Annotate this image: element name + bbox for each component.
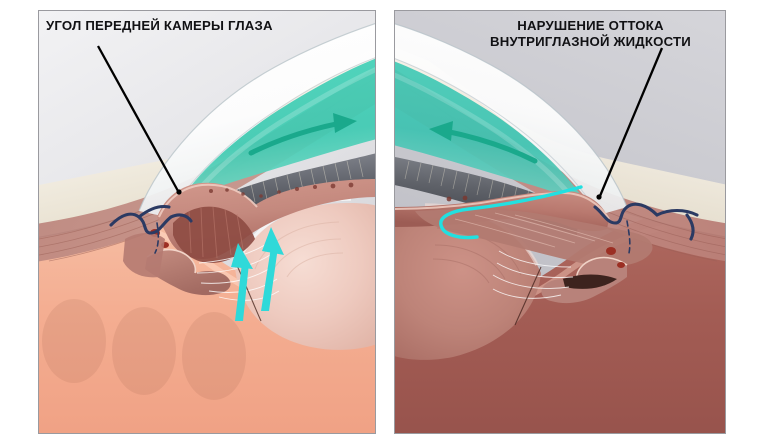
iris-pigment-edge [158, 183, 258, 218]
vitreous-body [39, 200, 375, 433]
conjunctival-vessels-thin [626, 220, 631, 254]
vitreous-shading [42, 299, 246, 400]
posterior-capsule-line [514, 266, 542, 326]
label-blocked-outflow: НАРУШЕНИЕ ОТТОКА ВНУТРИГЛАЗНОЙ ЖИДКОСТИ [490, 18, 691, 49]
conjunctival-vessels-thin [154, 222, 160, 254]
anterior-chamber-gloss [187, 67, 375, 203]
conjunctival-vessels [593, 202, 699, 241]
label-anterior-chamber-angle: УГОЛ ПЕРЕДНЕЙ КАМЕРЫ ГЛАЗА [46, 18, 273, 33]
extraocular-muscle [395, 69, 725, 262]
angle-striations [188, 206, 244, 259]
ciliary-process-outline [575, 256, 628, 282]
outflow-arrow-2 [261, 227, 284, 311]
anterior-chamber-angle-recess [173, 206, 255, 263]
anterior-chamber [395, 61, 595, 217]
iris-crypt-dots [446, 195, 468, 202]
cornea [395, 23, 627, 215]
extraocular-muscle [39, 68, 375, 262]
panel-blocked-outflow [394, 10, 726, 434]
panel-normal-outflow [38, 10, 376, 434]
iris-crypt-dots [209, 182, 354, 198]
eye-cross-section-right [395, 23, 725, 433]
cornea-inner-surface [395, 58, 600, 216]
closed-angle-tissue [415, 209, 653, 267]
cornea [139, 23, 375, 217]
conjunctival-vessels [109, 204, 193, 235]
iris-pigment-edge [395, 191, 610, 220]
ciliary-dark-gap [563, 274, 617, 289]
crystalline-lens [395, 209, 541, 360]
anterior-chamber [171, 58, 375, 215]
aqueous-flow-arrow [248, 113, 357, 156]
outflow-arrow-1 [231, 243, 253, 321]
aqueous-flow-arrow [429, 121, 538, 164]
blocked-outflow-loop [439, 185, 583, 240]
closed-angle-striations [454, 212, 614, 248]
zonular-fibers [492, 250, 574, 299]
eye-cross-section-left [39, 23, 375, 433]
vitreous-body [395, 211, 725, 433]
ciliary-vessels [606, 247, 625, 268]
anterior-chamber-gloss [395, 72, 579, 205]
ciliary-muscle-block [123, 233, 165, 278]
